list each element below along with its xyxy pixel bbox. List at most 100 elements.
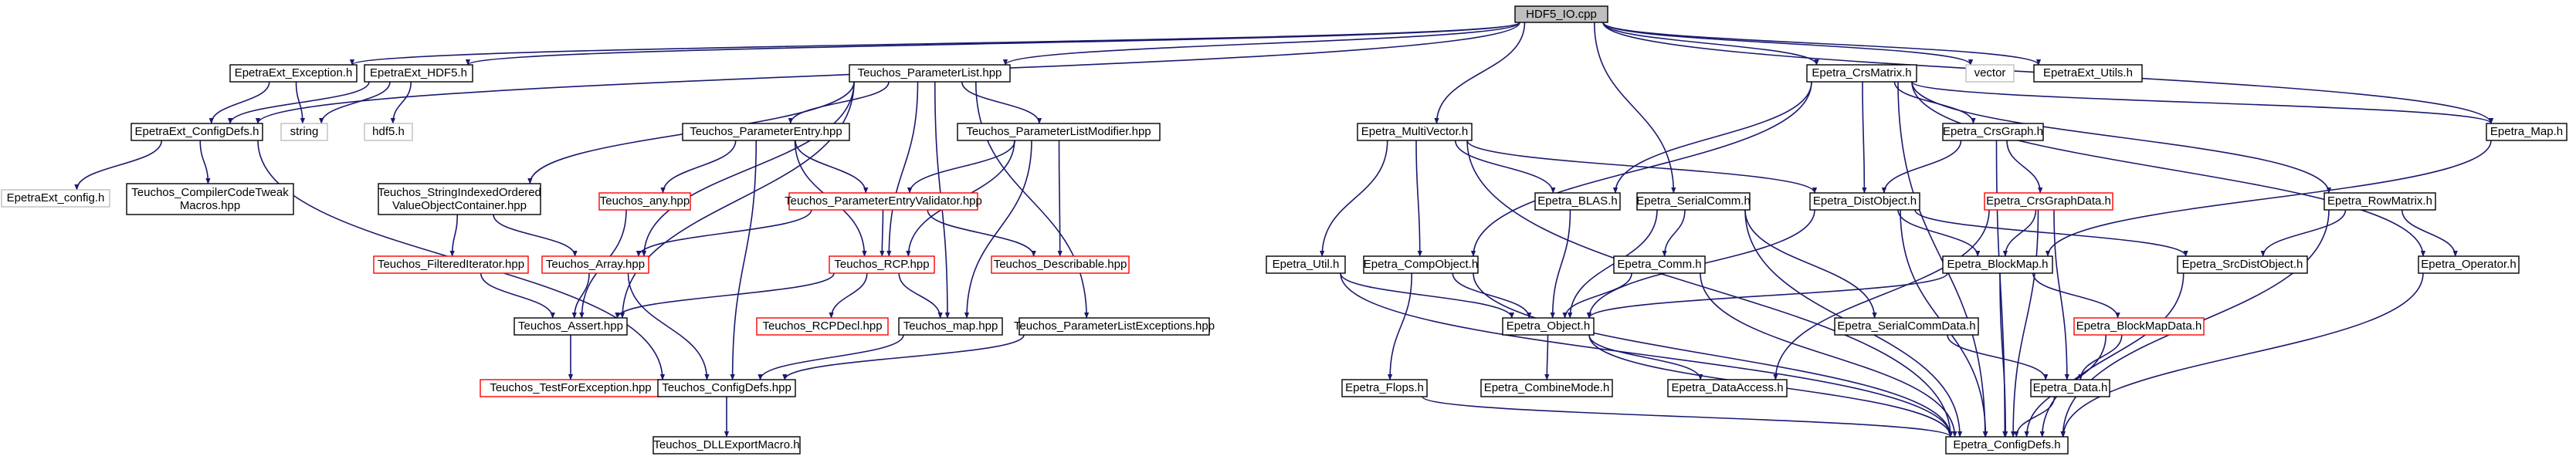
edge-teuchos_parameterlist-to-teuchos_parameterlistmodifier bbox=[961, 81, 1042, 124]
node-epetra-serialcomm-h[interactable]: Epetra_SerialComm.h bbox=[1636, 192, 1751, 211]
node-label: Epetra_SrcDistObject.h bbox=[2182, 258, 2303, 271]
node-epetraext-utils-h[interactable]: EpetraExt_Utils.h bbox=[2033, 64, 2143, 83]
node-label: Teuchos_ParameterListExceptions.hpp bbox=[1014, 319, 1215, 333]
node-label: HDF5_IO.cpp bbox=[1526, 8, 1597, 21]
edge-root-to-epetra_multivector bbox=[1434, 22, 1526, 124]
node-epetra-dataaccess-h[interactable]: Epetra_DataAccess.h bbox=[1667, 379, 1788, 397]
node-epetra-srcdistobject-h[interactable]: Epetra_SrcDistObject.h bbox=[2177, 255, 2308, 274]
node-layer: HDF5_IO.cpp EpetraExt_Exception.h Epetra… bbox=[1, 5, 2568, 455]
edge-epetra_serialcomm-to-epetra_serialcommdata bbox=[1744, 209, 1877, 319]
node-epetra-operator-h[interactable]: Epetra_Operator.h bbox=[2418, 255, 2520, 274]
edge-epetra_rowmatrix-to-epetra_srcdistobject bbox=[2260, 209, 2347, 257]
node-epetraext-config-h[interactable]: EpetraExt_config.h bbox=[1, 189, 110, 208]
node-label: Teuchos_any.hpp bbox=[600, 194, 690, 208]
edge-epetraext_configdefs-to-epetraext_config bbox=[74, 140, 163, 191]
node-teuchos-map-hpp[interactable]: Teuchos_map.hpp bbox=[898, 317, 1003, 336]
node-teuchos-describable-hpp[interactable]: Teuchos_Describable.hpp bbox=[991, 255, 1130, 274]
node-epetra-data-h[interactable]: Epetra_Data.h bbox=[2030, 379, 2110, 397]
edge-epetra_serialcommdata-to-epetra_data bbox=[1947, 334, 2049, 380]
edge-teuchos_parameterlist-to-teuchos_array bbox=[641, 81, 855, 257]
node-label: Teuchos_RCP.hpp bbox=[834, 258, 929, 271]
edge-root-to-teuchos_parameterlist bbox=[1002, 22, 1520, 66]
node-epetra-blockmapdata-h[interactable]: Epetra_BlockMapData.h bbox=[2073, 317, 2205, 336]
node-vector[interactable]: vector bbox=[1965, 64, 2015, 83]
node-label: Epetra_SerialCommData.h bbox=[1837, 319, 1975, 333]
node-epetra-util-h[interactable]: Epetra_Util.h bbox=[1266, 255, 1346, 274]
node-label: string bbox=[290, 125, 319, 138]
edge-teuchos_parameterentry-to-teuchos_any bbox=[660, 140, 737, 194]
node-label: EpetraExt_config.h bbox=[7, 191, 105, 204]
edge-epetra_crsmatrix-to-epetra_rowmatrix bbox=[1911, 81, 2332, 194]
node-epetraext-exception-h[interactable]: EpetraExt_Exception.h bbox=[229, 64, 358, 83]
edge-epetra_flops-to-epetra_configdefs bbox=[1422, 396, 1954, 438]
edge-teuchos_array-to-teuchos_assert bbox=[571, 272, 590, 319]
edge-epetra_crsgraph-to-epetra_distobject bbox=[1881, 140, 1962, 194]
node-label: Teuchos_ParameterList.hpp bbox=[858, 66, 1002, 79]
node-teuchos-testforexception-hpp[interactable]: Teuchos_TestForException.hpp bbox=[480, 379, 662, 397]
node-teuchos-configdefs-hpp[interactable]: Teuchos_ConfigDefs.hpp bbox=[657, 379, 796, 397]
node-epetraext-configdefs-h[interactable]: EpetraExt_ConfigDefs.h bbox=[130, 123, 263, 141]
node-teuchos-filterediterator-hpp[interactable]: Teuchos_FilteredIterator.hpp bbox=[373, 255, 529, 274]
node-epetra-compobject-h[interactable]: Epetra_CompObject.h bbox=[1363, 255, 1479, 274]
node-teuchos-parameterentry-hpp[interactable]: Teuchos_ParameterEntry.hpp bbox=[682, 123, 850, 141]
node-epetra-crsgraph-h[interactable]: Epetra_CrsGraph.h bbox=[1942, 123, 2044, 141]
node-teuchos-array-hpp[interactable]: Teuchos_Array.hpp bbox=[541, 255, 649, 274]
edge-epetra_crsgraphdata-to-epetra_blockmap bbox=[2002, 209, 2037, 257]
node-hdf5-io-cpp[interactable]: HDF5_IO.cpp bbox=[1514, 5, 1608, 23]
node-epetra-configdefs-h[interactable]: Epetra_ConfigDefs.h bbox=[1945, 436, 2069, 455]
edge-epetra_crsgraphdata-to-epetra_data bbox=[2053, 209, 2069, 380]
edge-epetra_util-to-epetra_object bbox=[1340, 272, 1515, 319]
node-teuchos-rcpdecl-hpp[interactable]: Teuchos_RCPDecl.hpp bbox=[756, 317, 889, 336]
node-label: EpetraExt_Exception.h bbox=[235, 66, 353, 79]
edge-epetra_blockmap-to-epetra_object bbox=[1586, 272, 1948, 319]
node-teuchos-stringindexedorderedvalueobjectcontainer-hpp[interactable]: Teuchos_StringIndexedOrdered ValueObject… bbox=[378, 183, 541, 215]
node-label: Epetra_RowMatrix.h bbox=[2327, 194, 2432, 208]
edge-teuchos_stringindexed-to-teuchos_array bbox=[493, 214, 578, 257]
node-label: Epetra_CombineMode.h bbox=[1484, 381, 1610, 394]
node-teuchos-parameterentryvalidator-hpp[interactable]: Teuchos_ParameterEntryValidator.hpp bbox=[785, 192, 982, 211]
node-teuchos-any-hpp[interactable]: Teuchos_any.hpp bbox=[598, 192, 691, 211]
node-epetra-comm-h[interactable]: Epetra_Comm.h bbox=[1613, 255, 1706, 274]
node-epetra-distobject-h[interactable]: Epetra_DistObject.h bbox=[1809, 192, 1920, 211]
edge-epetraext_hdf5-to-string bbox=[319, 81, 391, 124]
edge-teuchos_filterediterator-to-teuchos_assert bbox=[480, 272, 555, 319]
node-epetra-map-h[interactable]: Epetra_Map.h bbox=[2486, 123, 2568, 141]
edge-epetra_blockmap-to-epetra_blockmapdata bbox=[2032, 272, 2120, 319]
node-label: Epetra_Object.h bbox=[1507, 319, 1590, 333]
node-epetra-crsgraphdata-h[interactable]: Epetra_CrsGraphData.h bbox=[1984, 192, 2113, 211]
node-teuchos-dllexportmacro-h[interactable]: Teuchos_DLLExportMacro.h bbox=[652, 436, 801, 455]
node-epetra-blas-h[interactable]: Epetra_BLAS.h bbox=[1534, 192, 1621, 211]
node-label: Epetra_BlockMap.h bbox=[1947, 258, 2049, 271]
node-teuchos-parameterlist-hpp[interactable]: Teuchos_ParameterList.hpp bbox=[849, 64, 1011, 83]
edge-epetra_rowmatrix-to-epetra_operator bbox=[2401, 209, 2458, 257]
edge-teuchos_rcp-to-teuchos_map bbox=[898, 272, 943, 319]
edge-teuchos_parameterentryvalidator-to-teuchos_array bbox=[636, 209, 812, 257]
edge-epetra_crsmatrix-to-epetra_configdefs bbox=[1897, 81, 1988, 438]
node-teuchos-parameterlistexceptions-hpp[interactable]: Teuchos_ParameterListExceptions.hpp bbox=[1014, 317, 1215, 336]
edge-layer bbox=[74, 22, 2494, 438]
node-teuchos-parameterlistmodifier-hpp[interactable]: Teuchos_ParameterListModifier.hpp bbox=[957, 123, 1161, 141]
node-label-line-1: Teuchos_CompilerCodeTweak bbox=[131, 186, 289, 199]
node-epetra-rowmatrix-h[interactable]: Epetra_RowMatrix.h bbox=[2323, 192, 2436, 211]
node-teuchos-compilercodetweak-macros-hpp[interactable]: Teuchos_CompilerCodeTweak Macros.hpp bbox=[126, 183, 294, 215]
node-epetra-object-h[interactable]: Epetra_Object.h bbox=[1502, 317, 1595, 336]
node-label: Epetra_BLAS.h bbox=[1537, 194, 1617, 208]
node-string[interactable]: string bbox=[280, 123, 328, 141]
node-epetra-serialcommdata-h[interactable]: Epetra_SerialCommData.h bbox=[1834, 317, 1979, 336]
edge-epetra_crsmatrix-to-epetra_operator bbox=[1911, 81, 2426, 257]
node-teuchos-assert-hpp[interactable]: Teuchos_Assert.hpp bbox=[514, 317, 628, 336]
node-epetra-flops-h[interactable]: Epetra_Flops.h bbox=[1341, 379, 1428, 397]
node-epetra-crsmatrix-h[interactable]: Epetra_CrsMatrix.h bbox=[1806, 64, 1917, 83]
edge-teuchos_rcp-to-teuchos_rcpdecl bbox=[829, 272, 868, 319]
node-epetra-combinemode-h[interactable]: Epetra_CombineMode.h bbox=[1480, 379, 1613, 397]
node-hdf5-h[interactable]: hdf5.h bbox=[364, 123, 413, 141]
node-epetra-blockmap-h[interactable]: Epetra_BlockMap.h bbox=[1942, 255, 2053, 274]
node-label: Epetra_BlockMapData.h bbox=[2076, 319, 2202, 333]
edge-epetra_distobject-to-epetra_blockmap bbox=[1897, 209, 1981, 257]
node-epetraext-hdf5-h[interactable]: EpetraExt_HDF5.h bbox=[364, 64, 473, 83]
node-epetra-multivector-h[interactable]: Epetra_MultiVector.h bbox=[1357, 123, 1473, 141]
node-teuchos-rcp-hpp[interactable]: Teuchos_RCP.hpp bbox=[829, 255, 935, 274]
edge-teuchos_parameterentryvalidator-to-teuchos_describable bbox=[927, 209, 1036, 257]
edge-root-to-epetraext_hdf5 bbox=[466, 22, 1520, 66]
node-label: Teuchos_RCPDecl.hpp bbox=[762, 319, 882, 333]
